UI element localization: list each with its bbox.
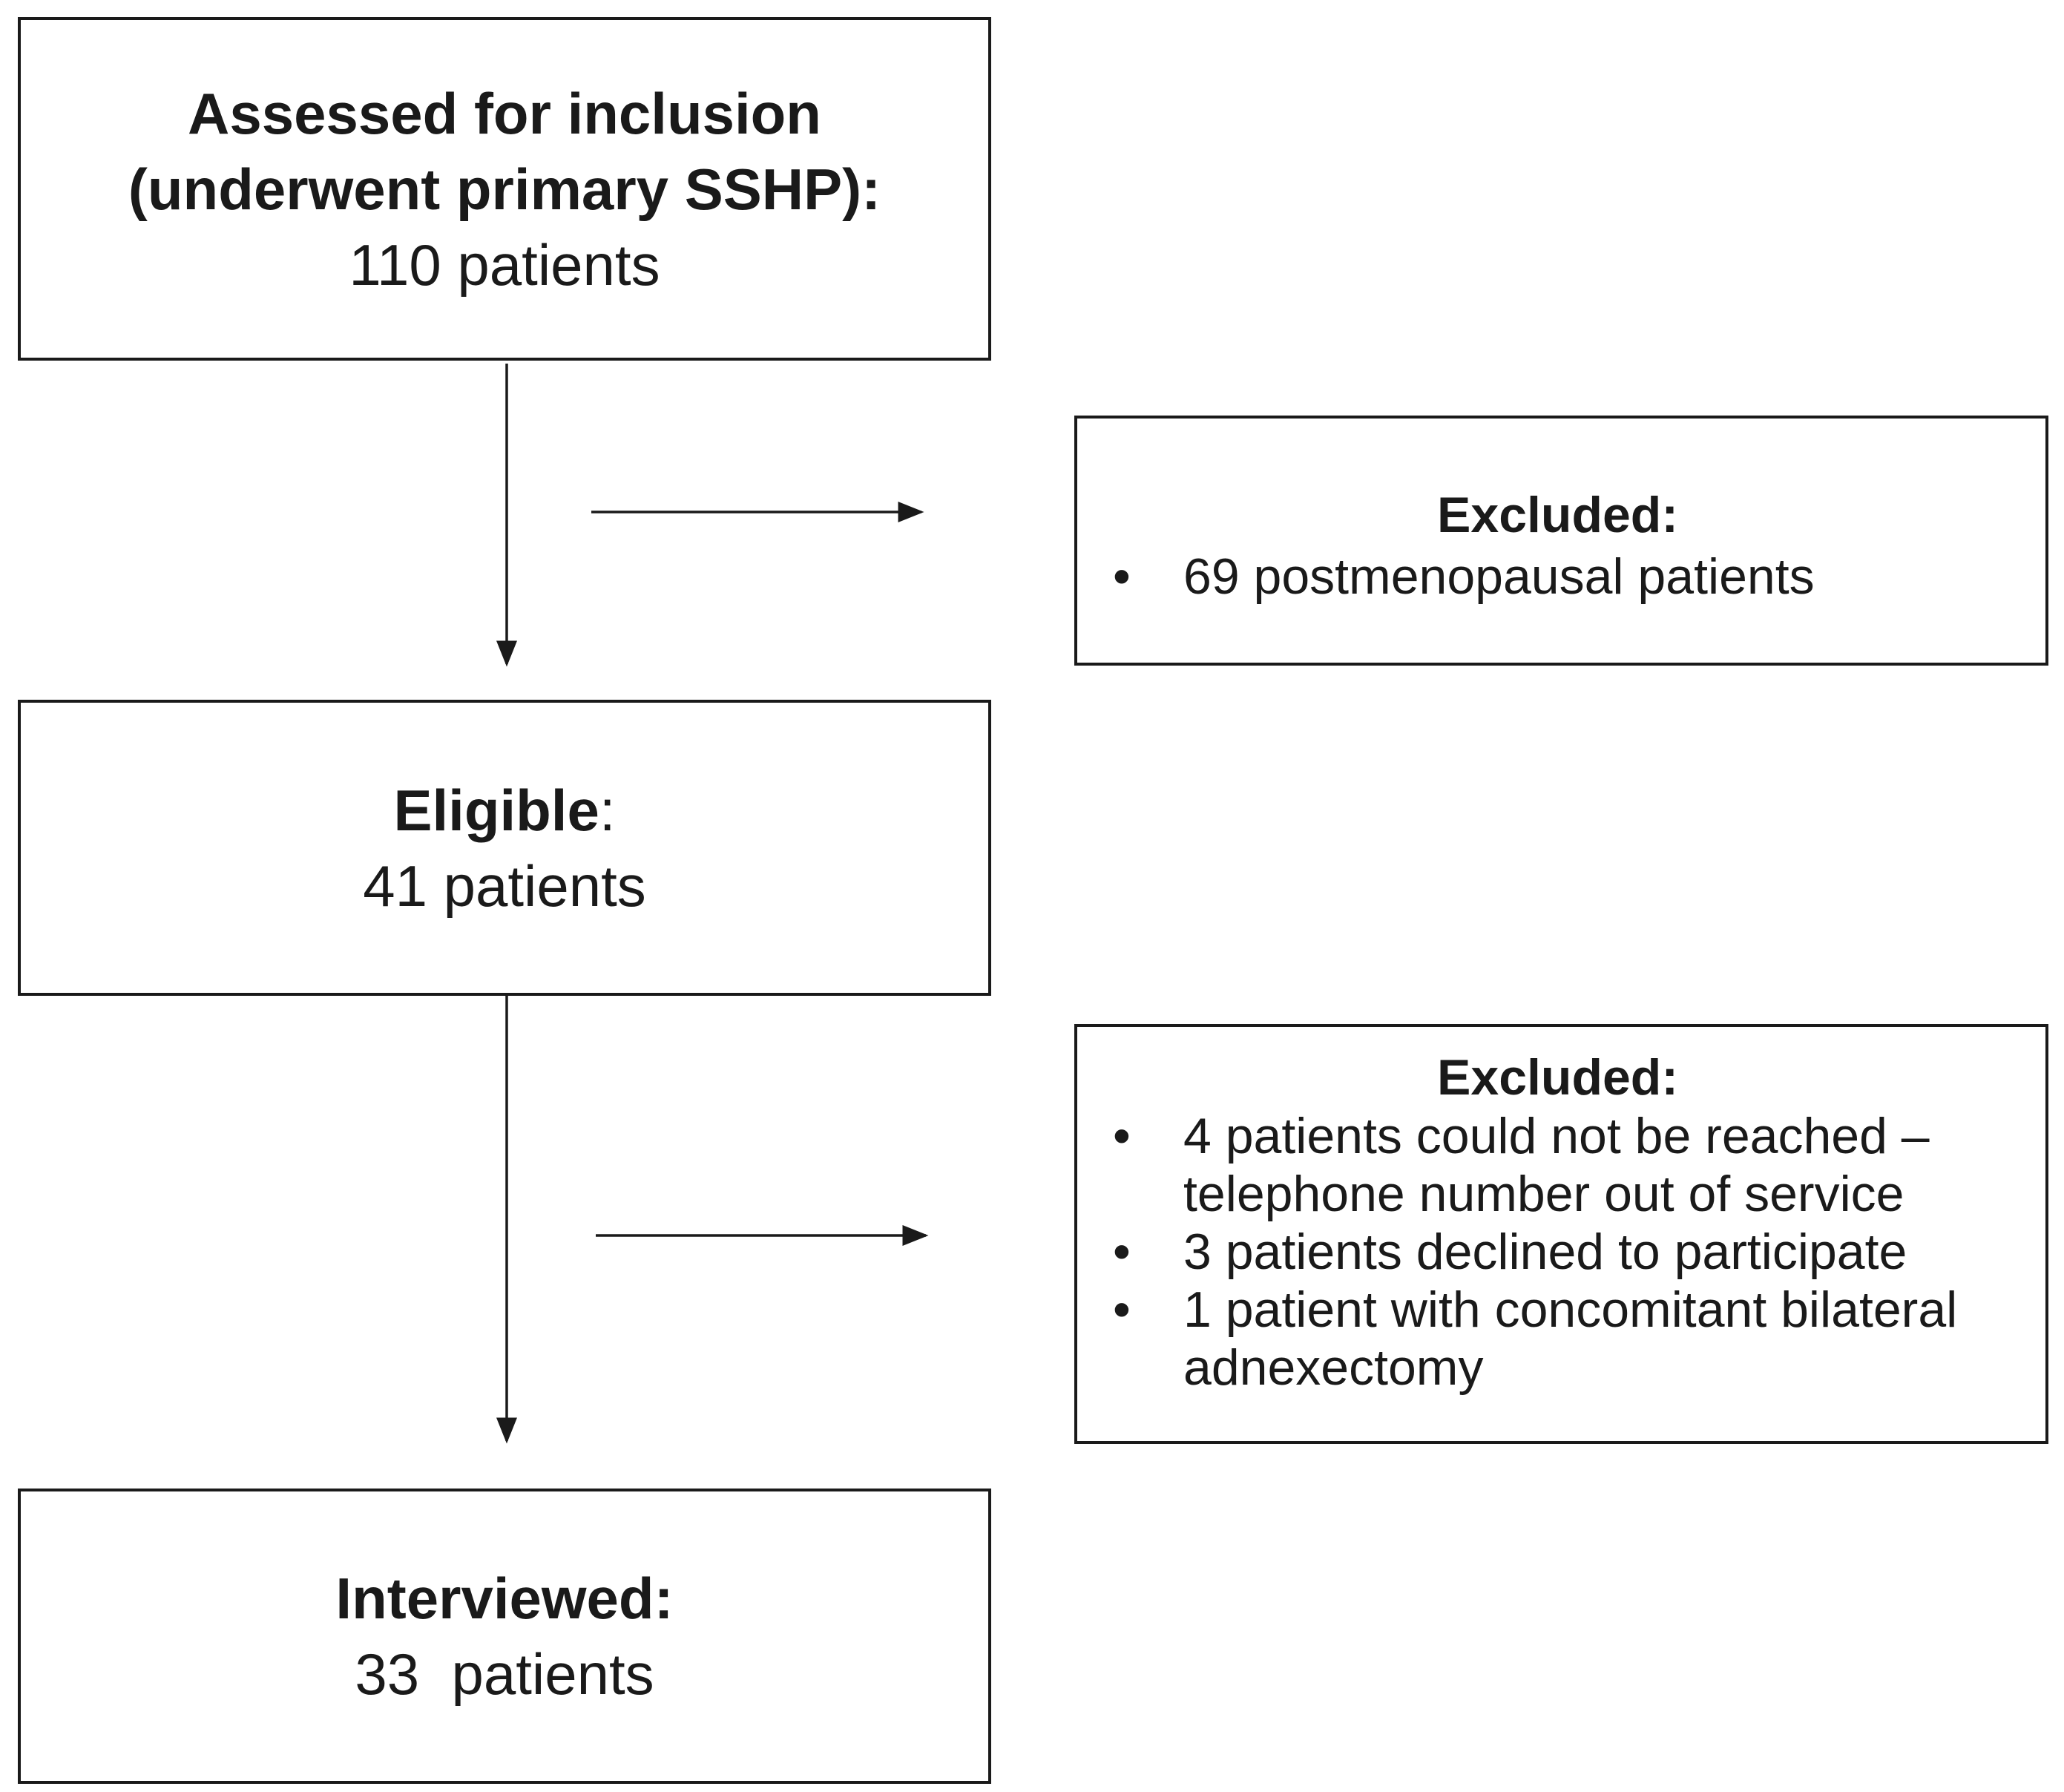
excluded-list-1: • 69 postmenopausal patients — [1100, 548, 2016, 605]
excluded-title-2: Excluded: — [1437, 1049, 1678, 1106]
excluded-title-1: Excluded: — [1437, 487, 1678, 543]
interviewed-title: Interviewed: — [335, 1566, 674, 1631]
assessed-count: 110 patients — [349, 232, 660, 298]
eligible-title-suffix: : — [599, 777, 616, 843]
excluded-item-text: 3 patients declined to participate — [1183, 1224, 1907, 1280]
bullet-icon: • — [1113, 1108, 1131, 1164]
excluded-item-text: 4 patients could not be reached – teleph… — [1183, 1108, 1930, 1222]
excluded-item: • 3 patients declined to participate — [1100, 1223, 2016, 1281]
interviewed-count: 33 patients — [355, 1641, 654, 1707]
assessed-title-line1: Assessed for inclusion — [188, 80, 821, 146]
assessed-box: Assessed for inclusion (underwent primar… — [18, 17, 991, 361]
bullet-icon: • — [1113, 1224, 1131, 1280]
interviewed-box: Interviewed: 33 patients — [18, 1489, 991, 1784]
bullet-icon: • — [1113, 1281, 1131, 1338]
eligible-count: 41 patients — [363, 853, 646, 919]
excluded-box-1: Excluded: • 69 postmenopausal patients — [1074, 416, 2048, 666]
excluded-item: • 1 patient with concomitant bilateral a… — [1100, 1281, 2016, 1396]
assessed-title-line2: (underwent primary SSHP): — [128, 156, 881, 222]
excluded-item: • 69 postmenopausal patients — [1100, 548, 2016, 605]
eligible-box: Eligible: 41 patients — [18, 700, 991, 996]
excluded-item: • 4 patients could not be reached – tele… — [1100, 1107, 2016, 1223]
excluded-box-2: Excluded: • 4 patients could not be reac… — [1074, 1024, 2048, 1444]
eligible-title: Eligible — [393, 777, 599, 843]
excluded-item-text: 69 postmenopausal patients — [1183, 548, 1815, 605]
excluded-list-2: • 4 patients could not be reached – tele… — [1100, 1107, 2016, 1396]
eligible-title-row: Eligible: — [393, 772, 615, 848]
excluded-item-text: 1 patient with concomitant bilateral adn… — [1183, 1281, 1958, 1396]
bullet-icon: • — [1113, 548, 1131, 605]
